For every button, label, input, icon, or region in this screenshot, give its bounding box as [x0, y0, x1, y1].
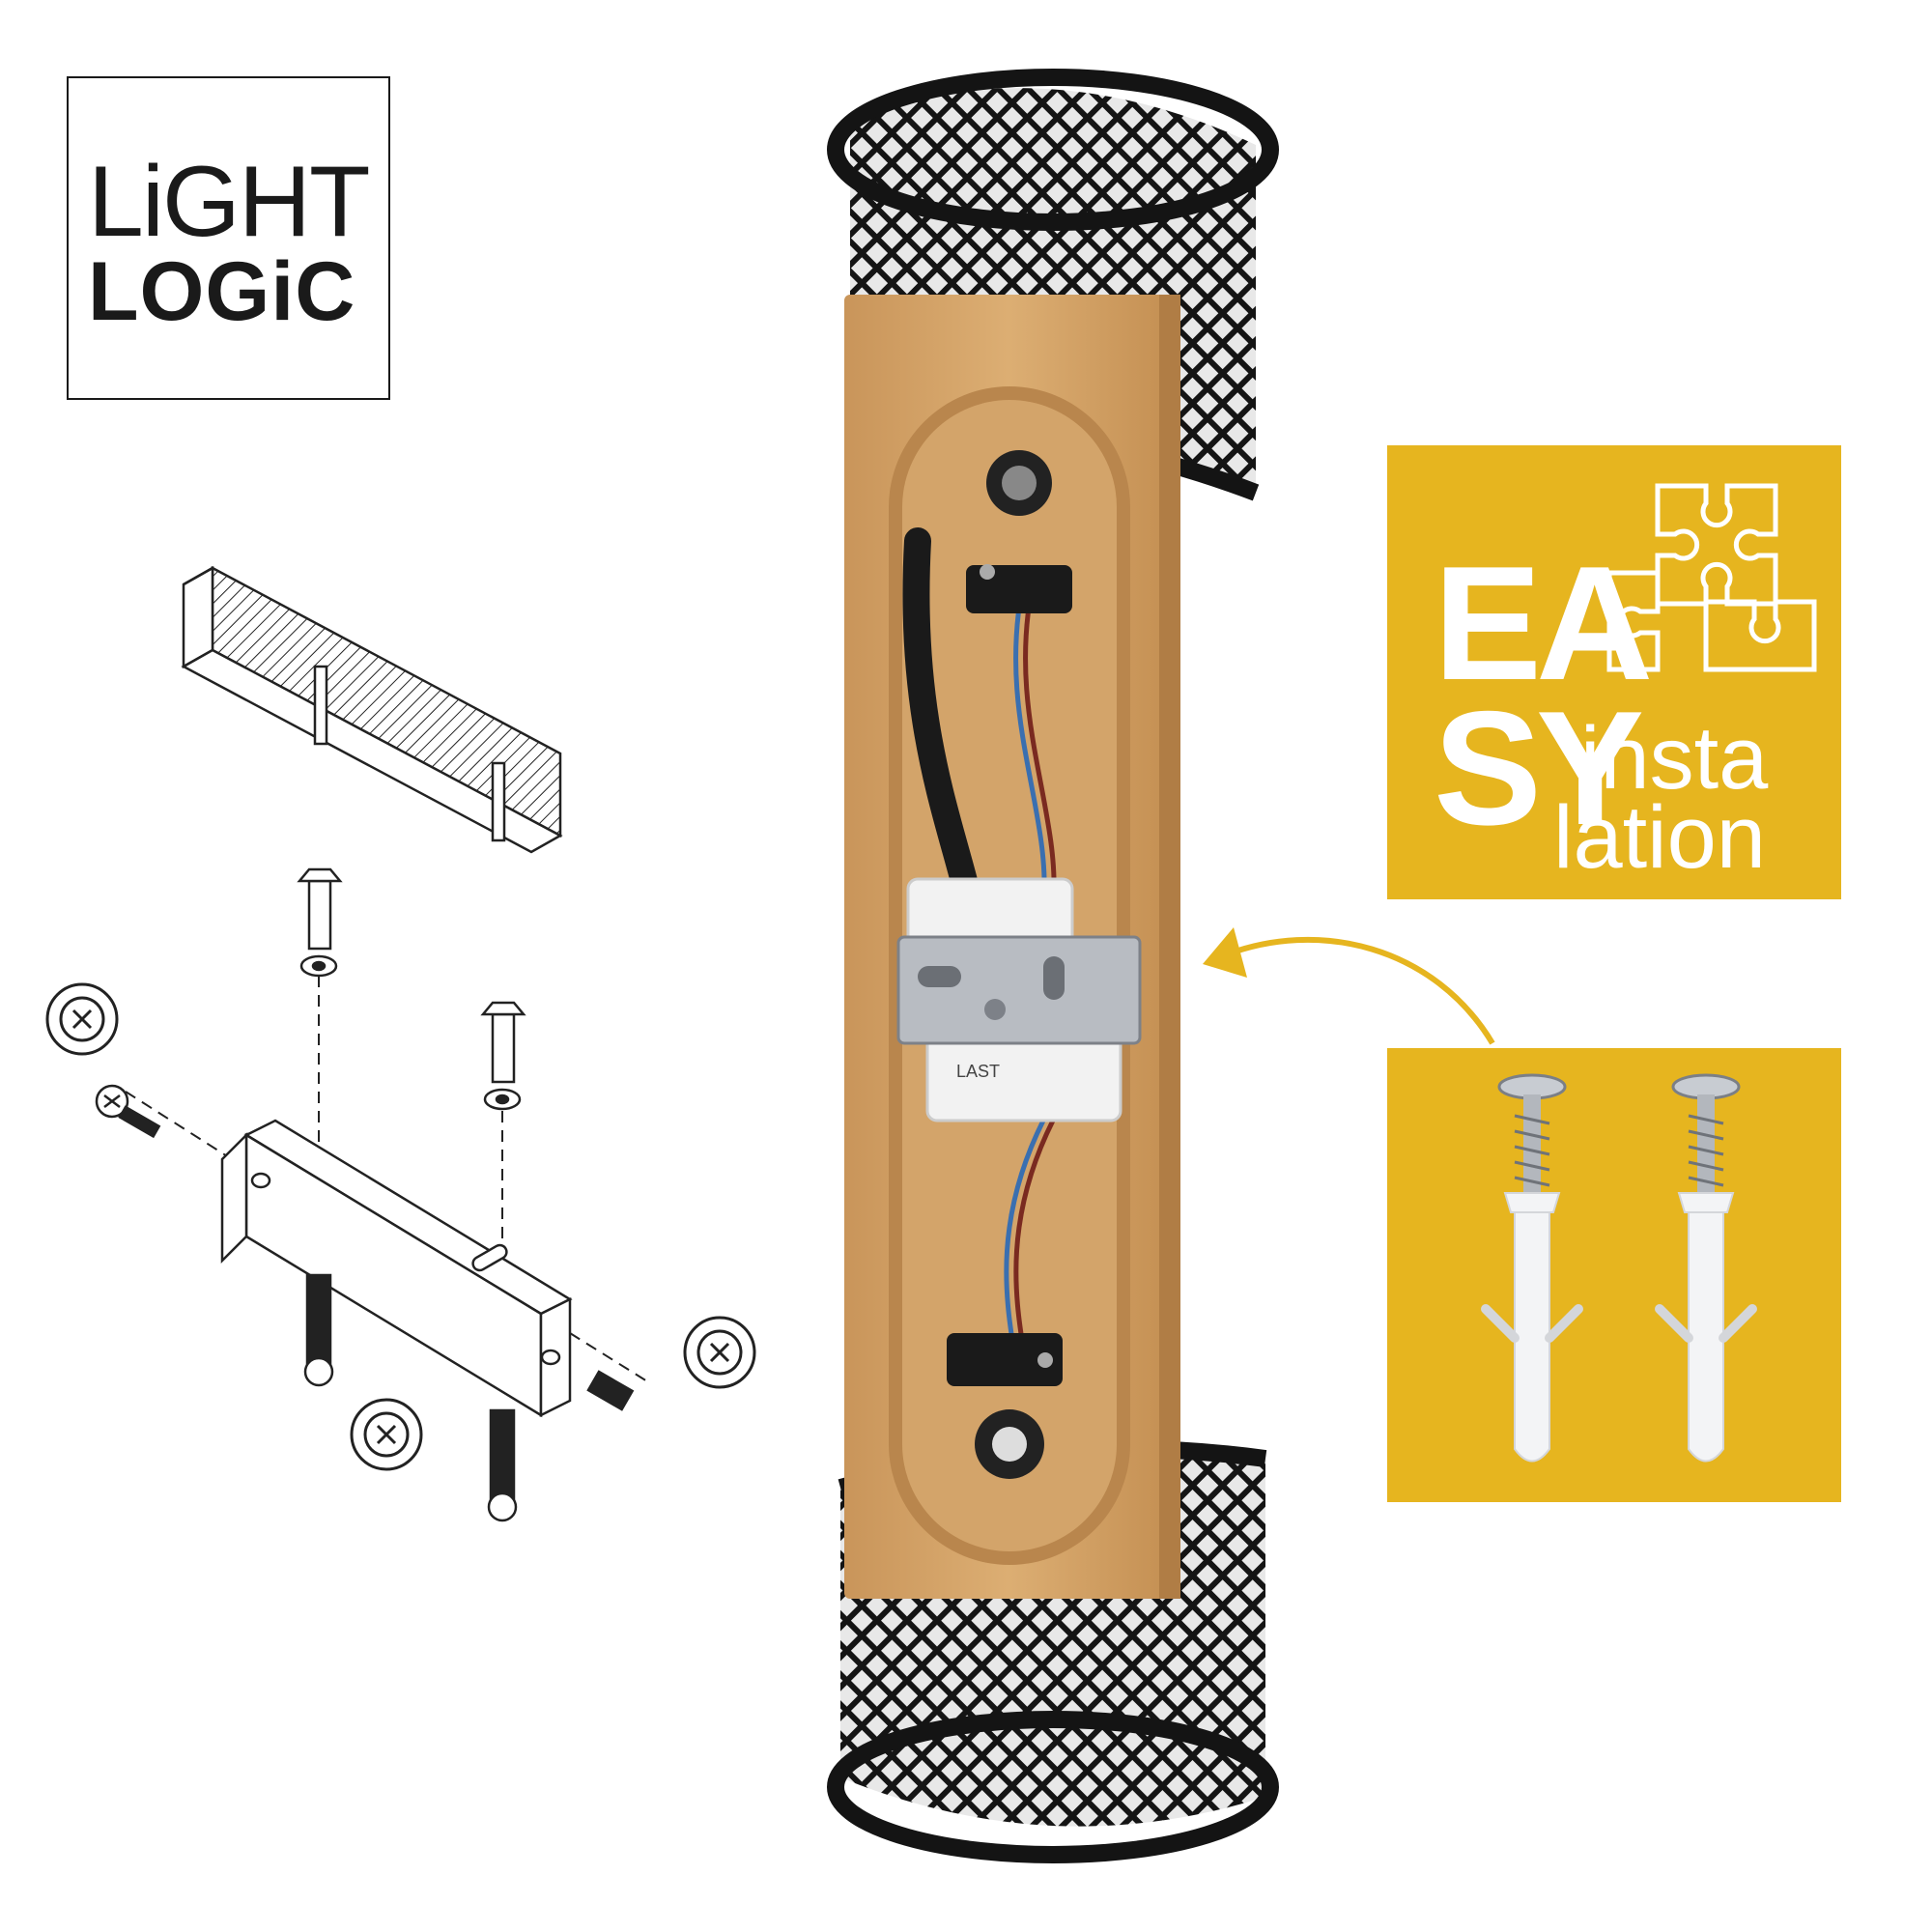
- badge-text-sy: SY: [1434, 677, 1644, 859]
- brand-logo: LiGHT LOGiC: [67, 76, 390, 400]
- terminal-label: LAST: [956, 1062, 1000, 1081]
- bottom-socket: [947, 1333, 1063, 1479]
- puzzle-icon: [1606, 483, 1817, 672]
- arrow-icon: [1203, 927, 1495, 1045]
- assembly-diagram: [45, 565, 756, 1522]
- screw-anchor-right: [1655, 1073, 1757, 1463]
- wall-anchor-drawing: [297, 867, 526, 1111]
- easy-installation-badge: EA SY insta lation: [1387, 445, 1841, 899]
- screws-plugs-panel: [1387, 1048, 1841, 1502]
- wall-lamp-product: LAST: [827, 69, 1279, 1863]
- wiring: [902, 527, 1057, 1353]
- rotate-screw-icon: [45, 982, 756, 1471]
- badge-text-insta: insta: [1580, 709, 1769, 808]
- base-block-drawing: [181, 565, 563, 854]
- badge-text-lation: lation: [1553, 788, 1766, 887]
- badge-text-ea: EA: [1434, 532, 1653, 714]
- mounting-bracket: [896, 935, 1142, 1045]
- top-socket: [966, 450, 1072, 613]
- screw-drawing: [95, 1084, 635, 1522]
- screw-anchor-illustration: [1481, 1073, 1757, 1463]
- logo-text-logic: LOGiC: [88, 245, 356, 338]
- screw-anchor-left: [1481, 1073, 1583, 1463]
- bracket-drawing: [220, 1119, 573, 1418]
- logo-text-light: LiGHT: [88, 146, 370, 258]
